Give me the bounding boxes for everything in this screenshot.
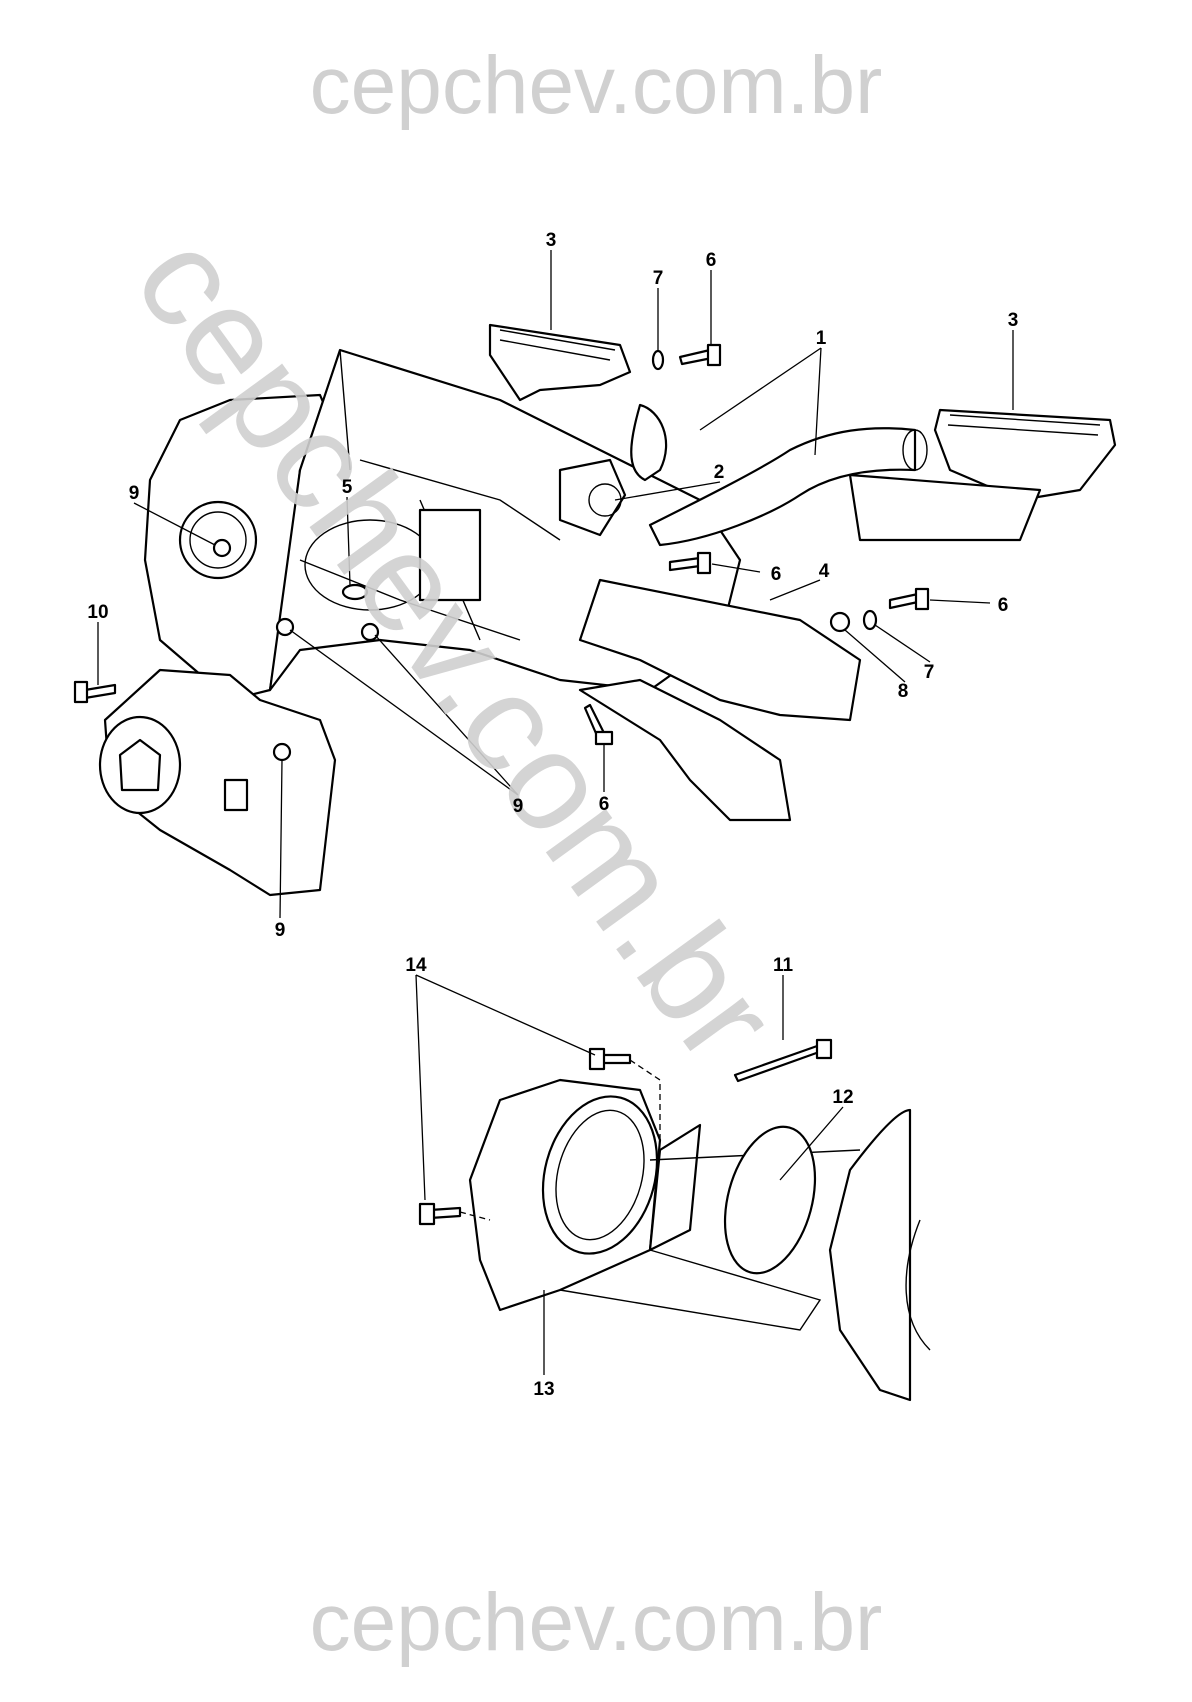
callout-6: 6 <box>599 794 610 815</box>
callout-6: 6 <box>771 564 782 585</box>
callout-7: 7 <box>924 662 935 683</box>
callout-1: 1 <box>816 328 827 349</box>
callout-9: 9 <box>275 920 286 941</box>
air-inlet-assembly <box>415 974 931 1402</box>
callout-9: 9 <box>129 483 140 504</box>
callout-6: 6 <box>998 595 1009 616</box>
callout-8: 8 <box>898 681 909 702</box>
callout-7: 7 <box>653 268 664 289</box>
callout-3: 3 <box>1008 310 1019 331</box>
callout-11: 11 <box>773 955 794 976</box>
callout-9: 9 <box>513 796 524 817</box>
callout-10: 10 <box>87 602 108 623</box>
callout-4: 4 <box>819 561 830 582</box>
callout-14: 14 <box>405 955 427 976</box>
callout-2: 2 <box>714 462 725 483</box>
heater-blower-assembly <box>73 250 1117 919</box>
watermark-bottom: cepchev.com.br <box>310 1577 883 1668</box>
callout-3: 3 <box>546 230 557 251</box>
callout-13: 13 <box>533 1379 554 1400</box>
callout-5: 5 <box>342 477 353 498</box>
callout-12: 12 <box>832 1087 853 1108</box>
watermark-top: cepchev.com.br <box>310 40 883 131</box>
callout-6: 6 <box>706 250 717 271</box>
screw-icon <box>73 343 930 762</box>
